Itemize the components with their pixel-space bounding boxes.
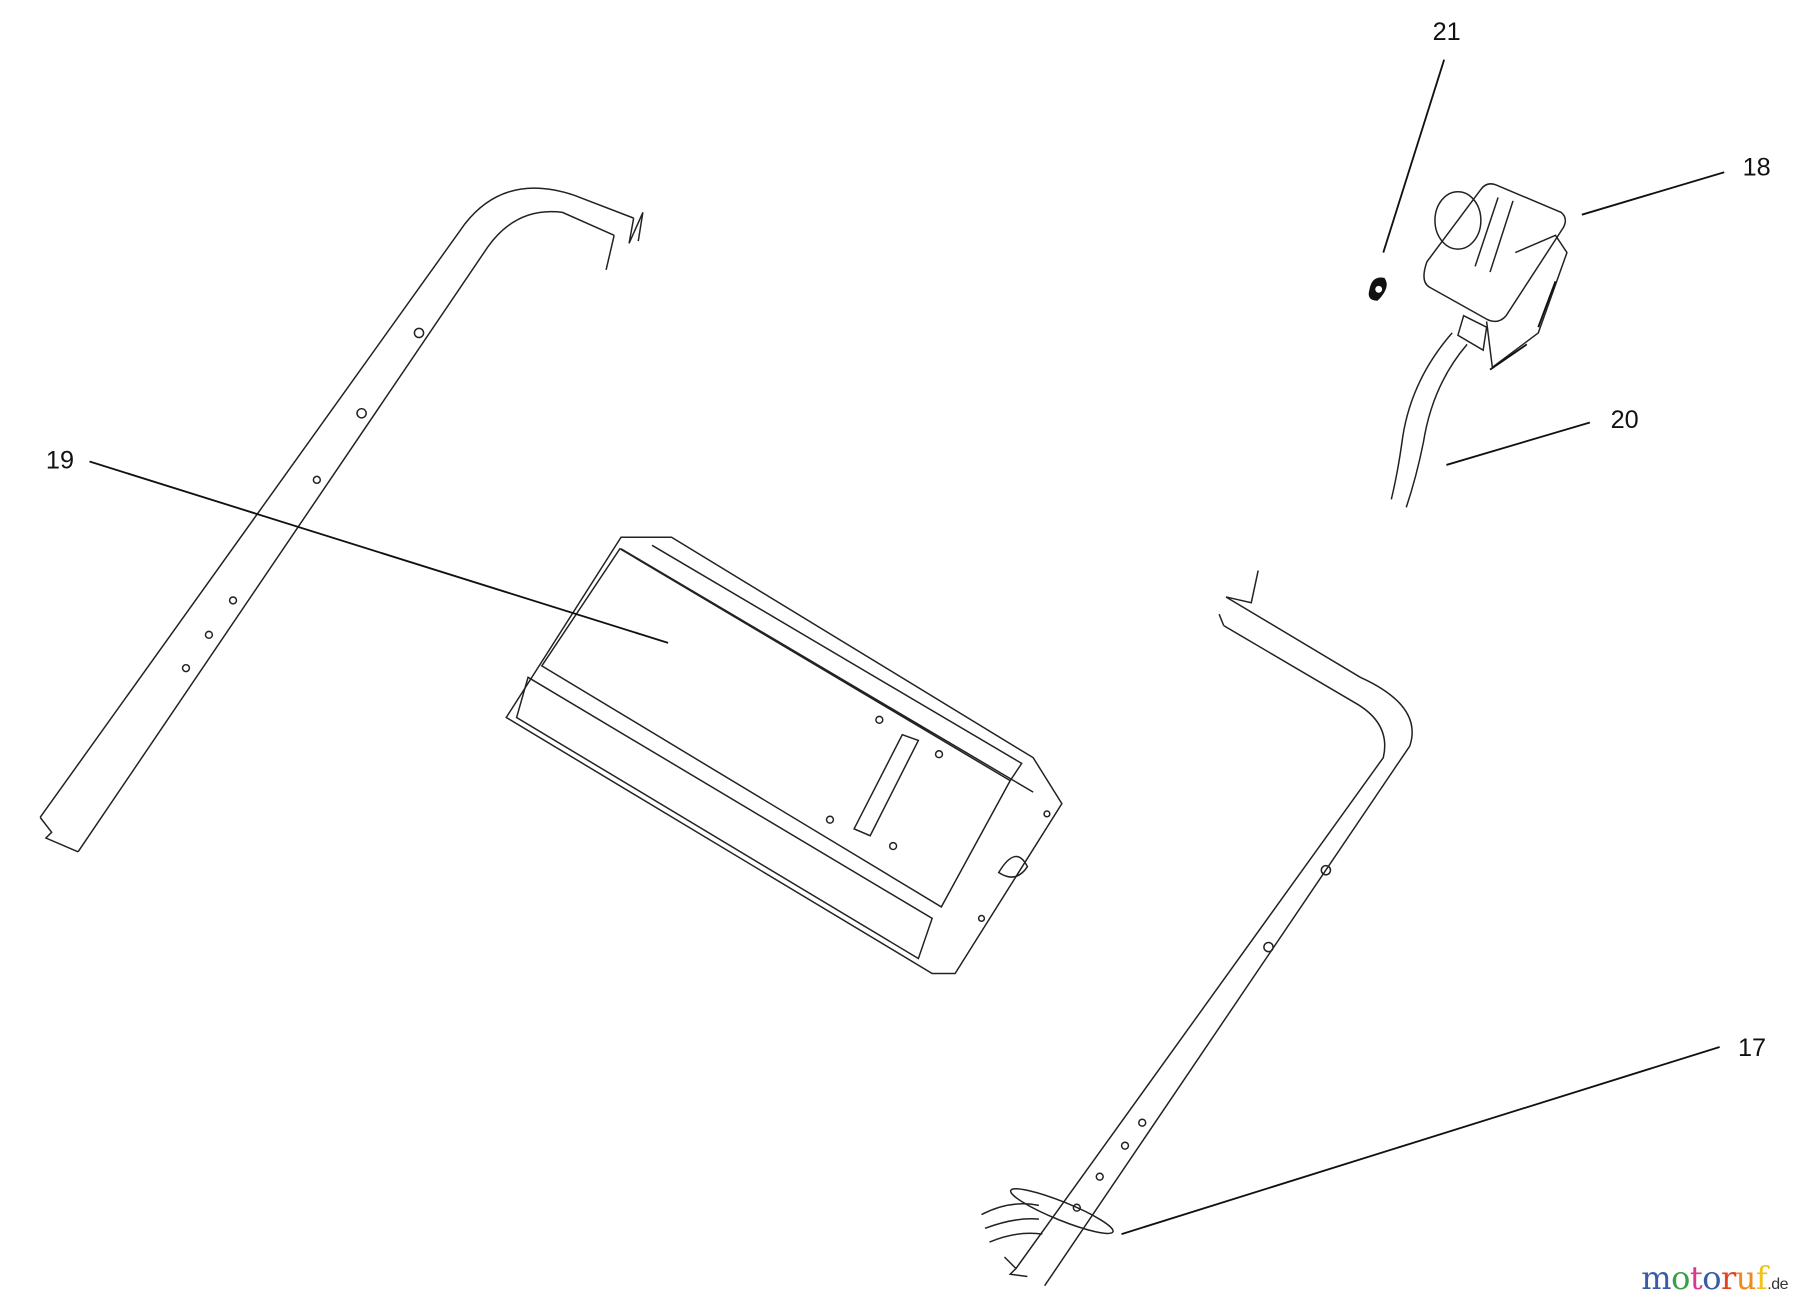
leader-17 xyxy=(1121,1046,1720,1235)
watermark-letter: o xyxy=(1702,1259,1721,1297)
watermark-letter: m xyxy=(1641,1259,1672,1297)
watermark-logo: motoruf.de xyxy=(1641,1259,1788,1297)
watermark-letter: t xyxy=(1689,1259,1703,1297)
watermark-letter: r xyxy=(1721,1259,1736,1297)
callout-17: 17 xyxy=(1738,1034,1766,1062)
leader-20 xyxy=(1446,421,1591,466)
watermark-letter: u xyxy=(1735,1259,1757,1297)
callout-20: 20 xyxy=(1611,406,1639,434)
left-handle-part xyxy=(39,187,644,853)
watermark-letter: f xyxy=(1755,1259,1768,1297)
leader-18 xyxy=(1581,171,1725,216)
callout-19: 19 xyxy=(46,446,74,474)
right-handle-part xyxy=(981,570,1413,1287)
clip-part xyxy=(1368,277,1387,301)
callout-18: 18 xyxy=(1743,154,1771,182)
leader-21 xyxy=(1382,59,1446,253)
watermark-letter: o xyxy=(1671,1259,1690,1297)
cover-part xyxy=(505,536,1063,975)
leader-19 xyxy=(89,460,669,644)
switch-box-part xyxy=(1390,183,1568,508)
callout-21: 21 xyxy=(1433,18,1461,46)
